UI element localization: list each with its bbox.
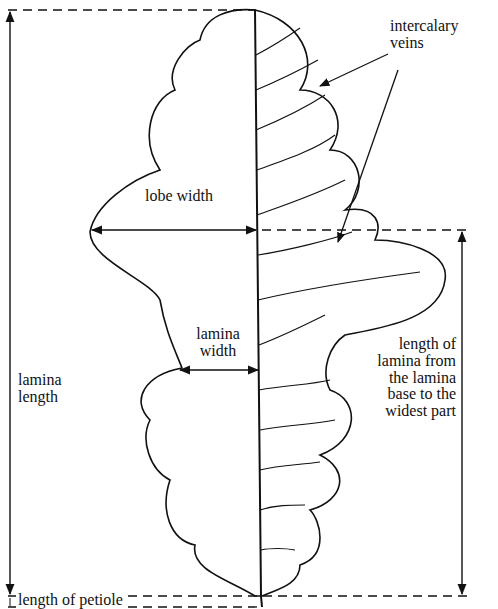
dimension-label: lobe width <box>142 188 216 205</box>
dimension-label: length of petiole <box>16 592 125 609</box>
dimension-label: length of lamina from the lamina base to… <box>366 336 456 420</box>
dimension-arrows <box>10 12 462 606</box>
dimension-label: lamina width <box>186 326 250 360</box>
leader-arrows <box>320 54 398 242</box>
leaf-outline <box>90 10 445 596</box>
vein-label: intercalary veins <box>390 18 490 52</box>
leaf-veins <box>256 28 420 550</box>
dimension-label: lamina length <box>18 372 82 406</box>
midrib <box>255 10 262 607</box>
guide-lines <box>8 10 470 607</box>
